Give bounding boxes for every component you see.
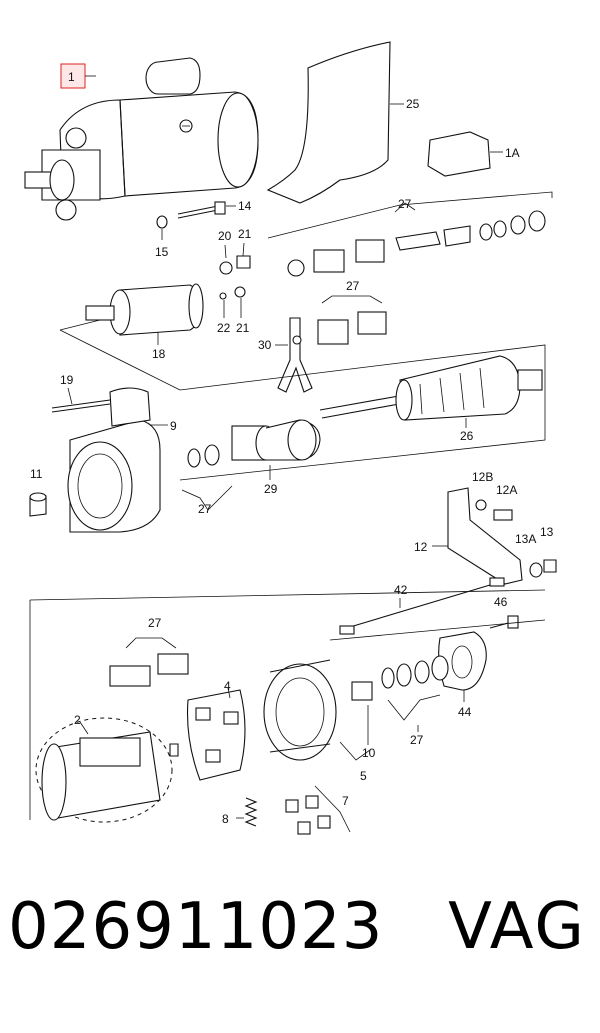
callout-20: 20 — [218, 229, 232, 243]
armature-26 — [319, 355, 543, 421]
callout-26: 26 — [460, 429, 474, 443]
callout-10: 10 — [362, 746, 376, 760]
callout-27-c: 27 — [198, 502, 212, 516]
callout-25: 25 — [406, 97, 420, 111]
callout-46: 46 — [494, 595, 508, 609]
commutator-end-shield-5 — [263, 659, 337, 761]
field-frame-2 — [35, 717, 179, 823]
callout-12b: 12B — [472, 470, 493, 484]
callout-12: 12 — [414, 540, 428, 554]
callout-21-a: 21 — [238, 227, 252, 241]
callout-44: 44 — [458, 705, 472, 719]
callout-8: 8 — [222, 812, 229, 826]
bracket-1a — [427, 131, 491, 177]
callout-22: 22 — [217, 321, 231, 335]
part-number: 026911023 — [8, 890, 384, 964]
drive-end-housing-9 — [67, 387, 161, 533]
heat-shield-25 — [266, 41, 391, 204]
callout-13: 13 — [540, 525, 554, 539]
brand-label: VAG — [448, 890, 586, 964]
callout-30: 30 — [258, 338, 272, 352]
callout-2: 2 — [74, 713, 81, 727]
callout-1: 1 — [68, 70, 75, 84]
callout-27-d: 27 — [410, 733, 424, 747]
starter-motor-assembly — [24, 57, 259, 221]
callout-19: 19 — [60, 373, 74, 387]
callout-13a: 13A — [515, 532, 536, 546]
pinion-29 — [231, 419, 321, 461]
callout-27-a: 27 — [398, 197, 412, 211]
callout-27-b: 27 — [346, 279, 360, 293]
callout-9: 9 — [170, 419, 177, 433]
footer: 026911023 VAG — [0, 890, 600, 1010]
brush-parts-27-top — [287, 210, 546, 277]
brushes-7 — [285, 795, 331, 835]
callout-5: 5 — [360, 769, 367, 783]
callout-42: 42 — [394, 583, 408, 597]
brush-holder-4 — [186, 689, 246, 781]
bracket-12 — [447, 487, 523, 585]
callout-29: 29 — [264, 482, 278, 496]
callout-18: 18 — [152, 347, 166, 361]
solenoid-18 — [85, 283, 204, 336]
callout-12a: 12A — [496, 483, 517, 497]
callout-1a: 1A — [505, 146, 520, 160]
bolt-14 — [177, 201, 226, 219]
callout-15: 15 — [155, 245, 169, 259]
callout-11: 11 — [30, 467, 43, 481]
engaging-lever-30 — [277, 317, 313, 393]
exploded-parts-diagram: 1 25 1A 14 15 27 20 21 22 21 — [24, 41, 557, 835]
callout-27-e: 27 — [148, 616, 162, 630]
callout-14: 14 — [238, 199, 252, 213]
tie-rod-42 — [339, 581, 501, 631]
callout-7: 7 — [342, 794, 349, 808]
washer-15 — [156, 215, 168, 229]
callout-4: 4 — [224, 679, 231, 693]
spring-8 — [244, 797, 258, 827]
callout-21-b: 21 — [236, 321, 250, 335]
